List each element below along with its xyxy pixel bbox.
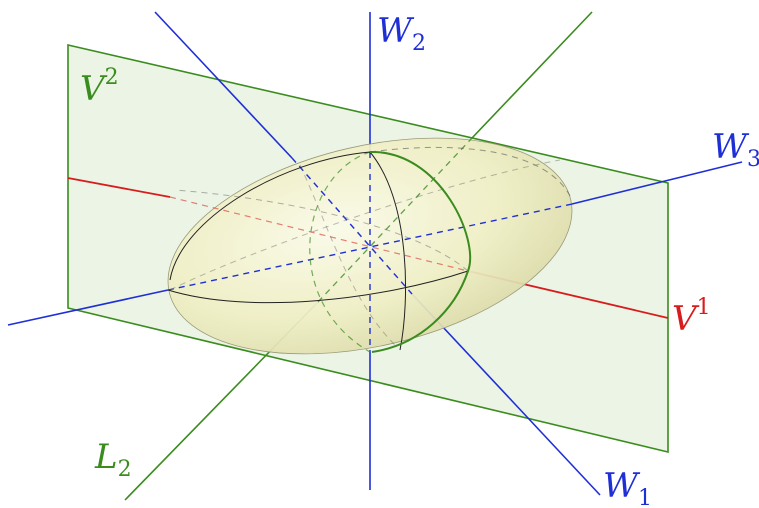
label-w2: W2 <box>377 11 426 56</box>
line-l2-top <box>471 11 593 139</box>
axis-w3-right <box>571 161 743 205</box>
ellipse-curve-top <box>169 151 371 281</box>
ellipse-curve-front <box>369 151 407 351</box>
label-w1: W1 <box>603 466 652 508</box>
axis-w1-top <box>154 11 293 159</box>
label-v2: V2 <box>80 65 119 109</box>
axis-w3-left <box>7 289 169 326</box>
label-w3: W3 <box>712 127 759 172</box>
ellipse-curve-equator <box>167 270 469 304</box>
ellipse-curve-green <box>369 150 472 353</box>
visible-curves <box>167 150 472 353</box>
line-v1-left <box>67 177 171 198</box>
label-v1: V1 <box>672 295 711 339</box>
hidden-lines <box>167 137 573 353</box>
label-l2: L2 <box>94 437 132 482</box>
